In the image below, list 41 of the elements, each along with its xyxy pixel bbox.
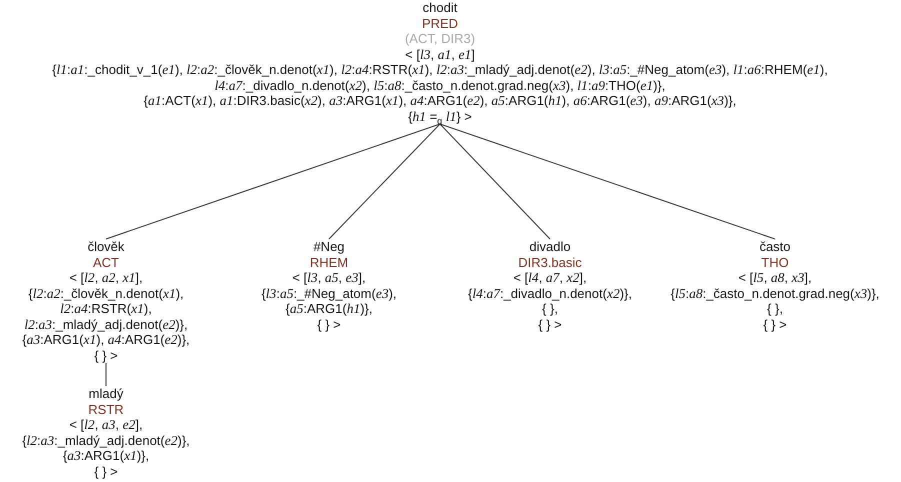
functor-label: DIR3.basic <box>518 254 582 270</box>
tree-branch-line <box>106 124 440 240</box>
constraint-set-text: {h1 =$_{q}$ l1} > <box>408 108 472 124</box>
constraint-set-text: { } > <box>94 464 118 479</box>
functor-label: RHEM <box>310 254 348 270</box>
argument-set-text: {a5:ARG1(h1)}, <box>286 301 372 316</box>
predicate-set-text: {l4:a7:_divadlo_n.denot(x2)}, <box>468 286 632 301</box>
functor-label: ACT <box>93 254 119 270</box>
constraint-set-text: { } > <box>763 316 787 332</box>
lemma-text: často <box>759 239 791 254</box>
index-tuple-text: < [l2, a2, x1], <box>69 270 143 286</box>
lemma-text: divadlo <box>529 239 571 254</box>
argument-set-text: {a3:ARG1(x1)}, <box>62 448 150 464</box>
argument-set-text: {a3:ARG1(x1), a4:ARG1(e2)}, <box>22 332 190 348</box>
index-tuple-text: < [l4, a7, x2], <box>513 270 587 286</box>
index-tuple-text: < [l2, a3, e2], <box>69 417 143 432</box>
tree-branch-line <box>328 124 440 240</box>
index-tuple-text: < [l3, a1, e1] <box>405 46 475 62</box>
index-tuple-text: < [l5, a8, x3], <box>738 270 812 286</box>
argument-set-text: { }, <box>542 301 558 316</box>
tree-branch-line <box>440 124 776 240</box>
functor-label: PRED <box>422 16 458 31</box>
predicate-set-text: {l5:a8:_často_n.denot.grad.neg(x3)}, <box>670 286 880 301</box>
functor-label: THO <box>761 254 789 270</box>
predicate-set-text: {l2:a2:_člověk_n.denot(x1), l2:a4:RSTR(x1), l2:a3:_mladý_adj.denot(e2)}, <box>23 286 189 332</box>
constraint-set-text: { } > <box>538 316 562 332</box>
argument-set-text: { }, <box>767 301 783 316</box>
tree-branch-line <box>440 124 550 240</box>
lemma-text: #Neg <box>313 239 345 254</box>
index-tuple-text: < [l3, a5, e3], <box>292 270 366 286</box>
predicate-set-text: {l3:a5:_#Neg_atom(e3), <box>261 286 397 301</box>
argument-set-text: {a1:ACT(x1), a1:DIR3.basic(x2), a3:ARG1(x1), a4:ARG1(e2), a5:ARG1(h1), a6:ARG1(e3), a9:ARG1(x3)}, <box>144 93 736 108</box>
lemma-text: mladý <box>88 386 124 402</box>
functor-label: RSTR <box>88 402 124 417</box>
constraint-set-text: { } > <box>94 348 118 363</box>
lemma-text: chodit <box>422 0 458 16</box>
predicate-set-text: {l2:a3:_mladý_adj.denot(e2)}, <box>22 432 190 448</box>
constraint-set-text: { } > <box>317 316 341 332</box>
predicate-set-text: {l1:a1:_chodit_v_1(e1), l2:a2:_člověk_n.denot(x1), l2:a4:RSTR(x1), l2:a3:_mladý_adj.denot(e2), l3:a5:_#Neg_atom(e3), l1:a6:RHEM(e1), l4:a7:_divadlo_n.denot(x2), l5:a8:_často_n.denot.grad.neg(x3), l1:a9:THO(e1)}, <box>51 62 829 93</box>
lemma-text: člověk <box>88 239 124 254</box>
valency-frame-label: (ACT, DIR3) <box>404 31 476 46</box>
